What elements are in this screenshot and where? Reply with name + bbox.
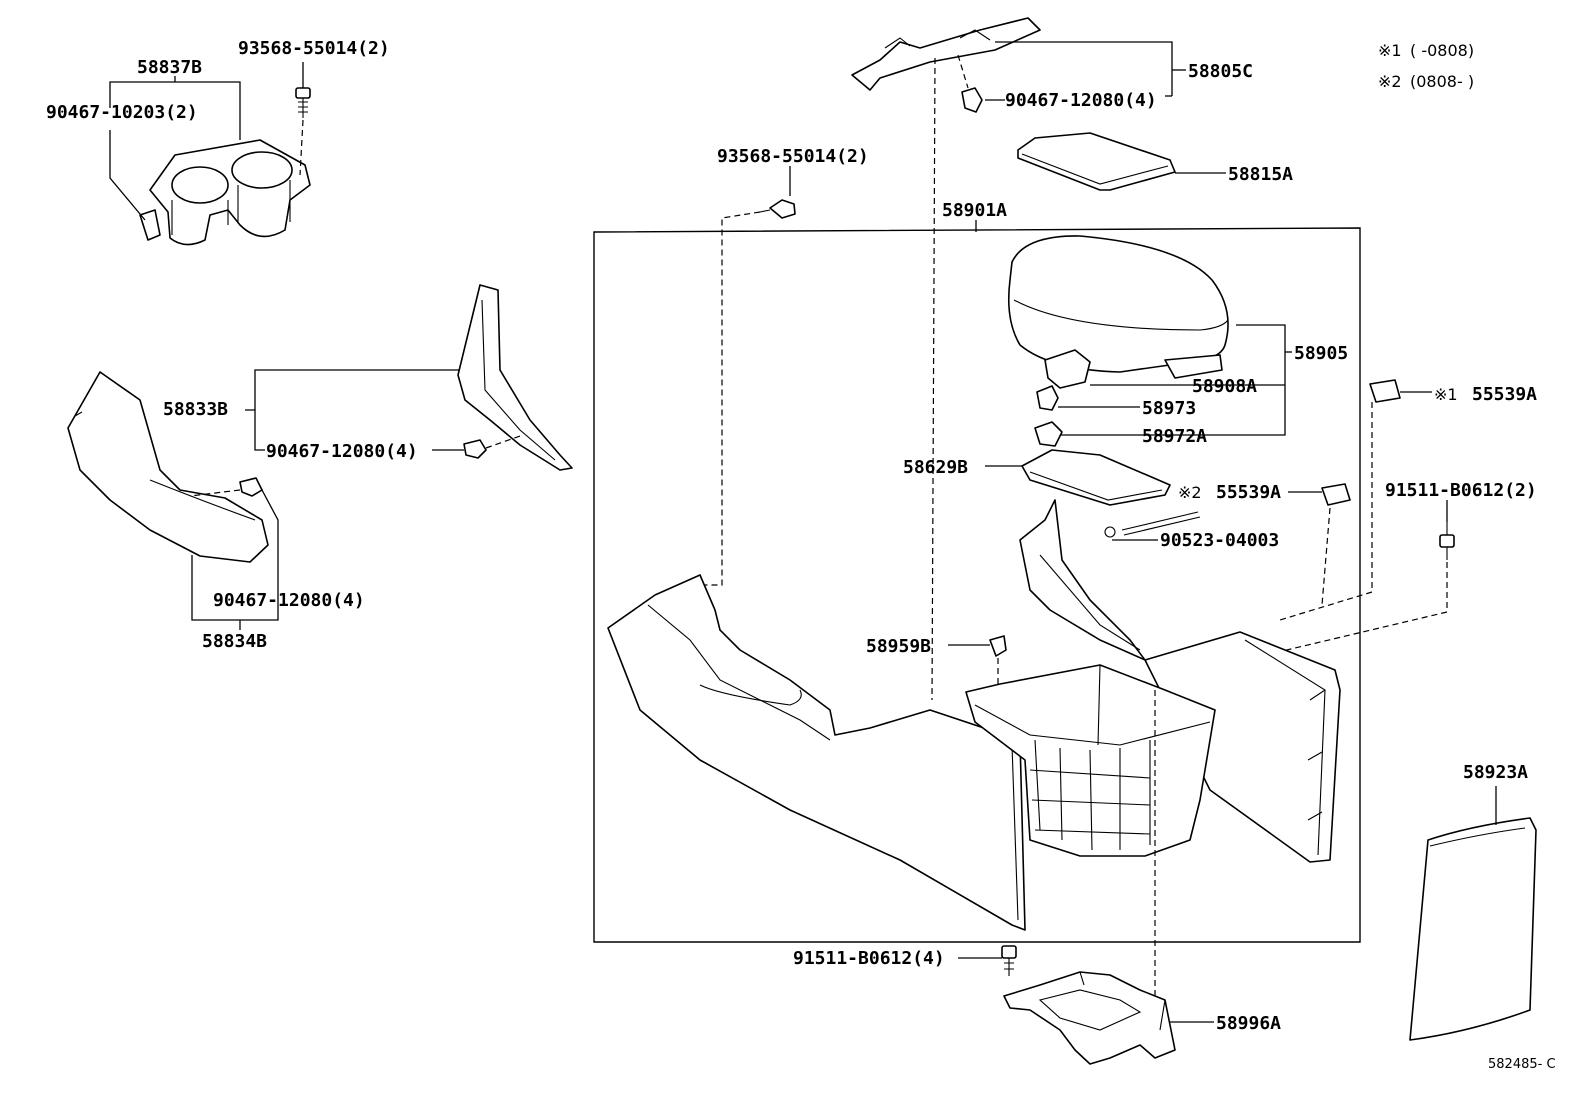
bracket-58996A: [1003, 971, 1176, 1065]
cap-55539A-2: [1321, 483, 1351, 506]
label-55539A-2-mark: ※2: [1178, 483, 1202, 502]
assembly-frame: [593, 227, 1361, 943]
side-trim-58833B: [457, 284, 573, 471]
screw-icon: [295, 87, 311, 118]
armrest-lid-58905: [1007, 235, 1229, 379]
label-93568-55014-b: 93568-55014(2): [717, 146, 869, 167]
label-90467-12080-low: 90467-12080(4): [213, 590, 365, 611]
console-right-wall: [1019, 499, 1341, 863]
cup-holder-assembly: [139, 139, 311, 246]
label-58837B: 58837B: [137, 57, 202, 78]
label-55539A-1: 55539A: [1472, 384, 1537, 405]
label-58959B: 58959B: [866, 636, 931, 657]
label-58923A: 58923A: [1463, 762, 1528, 783]
screw-icon: [1439, 522, 1455, 560]
label-93568-55014-a: 93568-55014(2): [238, 38, 390, 59]
storage-box: [965, 664, 1216, 857]
screw-icon: [759, 199, 796, 219]
latch-58972A: [1034, 421, 1063, 447]
label-58815A: 58815A: [1228, 164, 1293, 185]
label-55539A-1-mark: ※1: [1434, 385, 1458, 404]
screw-icon: [1001, 945, 1017, 976]
upper-panel-58805C: [851, 17, 1041, 91]
clip-icon: [239, 477, 263, 497]
clip-58959B: [989, 635, 1007, 657]
label-90467-12080-mid: 90467-12080(4): [266, 441, 418, 462]
label-90467-12080-top: 90467-12080(4): [1005, 90, 1157, 111]
console-left-wall: [607, 574, 1026, 931]
hinge-58908A: [1044, 349, 1091, 389]
label-55539A-2: 55539A: [1216, 482, 1281, 503]
label-58973: 58973: [1142, 398, 1196, 419]
tray-mat-58815A: [1017, 132, 1176, 191]
note-2-mark: ※2: [1378, 72, 1402, 91]
figure-code: 582485- C: [1488, 1057, 1556, 1072]
label-58629B: 58629B: [903, 457, 968, 478]
latch-58973: [1036, 385, 1059, 411]
label-58834B: 58834B: [202, 631, 267, 652]
label-58805C: 58805C: [1188, 61, 1253, 82]
label-58972A: 58972A: [1142, 426, 1207, 447]
label-58905: 58905: [1294, 343, 1348, 364]
clip-icon: [961, 87, 983, 113]
rod-90523-04003: [1104, 511, 1201, 538]
label-90523-04003: 90523-04003: [1160, 530, 1279, 551]
label-91511-B0612-4: 91511-B0612(4): [793, 948, 945, 969]
note-2-text: (0808- ): [1410, 72, 1474, 91]
label-58908A: 58908A: [1192, 376, 1257, 397]
label-58833B: 58833B: [163, 399, 228, 420]
pad-58629B: [1021, 449, 1171, 506]
label-91511-B0612-2: 91511-B0612(2): [1385, 480, 1537, 501]
label-58901A: 58901A: [942, 200, 1007, 221]
label-90467-10203: 90467-10203(2): [46, 102, 198, 123]
end-panel-58923A: [1409, 817, 1537, 1041]
cap-55539A-1: [1369, 379, 1401, 403]
clip-icon: [463, 439, 487, 459]
note-1-mark: ※1: [1378, 41, 1402, 60]
label-58996A: 58996A: [1216, 1013, 1281, 1034]
note-1-text: ( -0808): [1410, 41, 1474, 60]
side-trim-58834B: [67, 371, 269, 563]
